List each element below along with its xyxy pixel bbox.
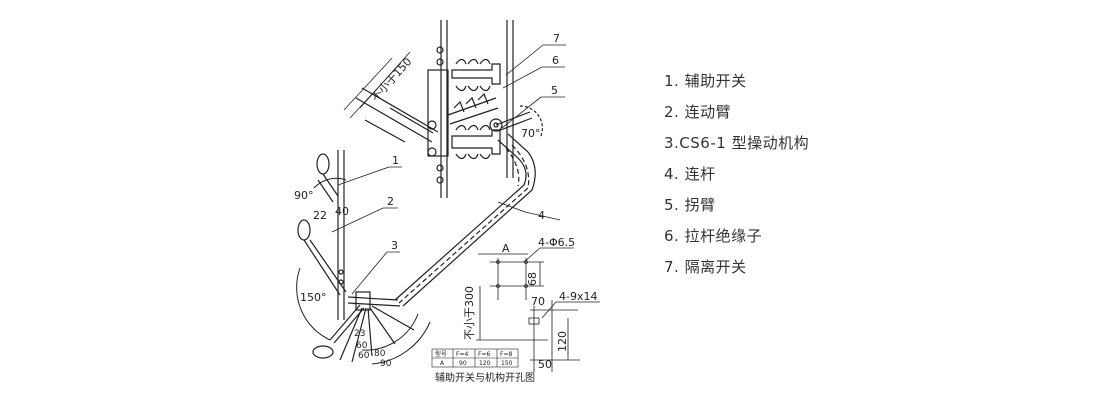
callout-6: 6 xyxy=(552,54,559,67)
isolator-switch xyxy=(427,20,514,198)
dim-min-300: 不小于300 xyxy=(463,286,476,340)
spec-table xyxy=(431,348,519,368)
dim-60b: 60 xyxy=(358,351,370,361)
dim-angle-90: 90° xyxy=(294,189,314,202)
dim-50: 50 xyxy=(538,358,552,371)
operating-mechanism xyxy=(312,291,415,363)
legend-item-3: 3.CS6-1 型操动机构 xyxy=(664,134,810,152)
dim-angle-150: 150° xyxy=(300,291,327,304)
crank-arm xyxy=(495,105,543,139)
table-cell-1: 90 xyxy=(459,360,467,367)
callout-5: 5 xyxy=(551,84,558,97)
dim-23: 23 xyxy=(354,329,365,339)
dim-min-150: 不小于150 xyxy=(369,55,415,104)
legend-item-5: 5. 拐臂 xyxy=(664,196,716,214)
hole-pattern xyxy=(476,247,574,341)
table-cell-0: A xyxy=(440,360,445,367)
mounting-pole xyxy=(337,150,345,320)
figure-caption: 辅助开关与机构开孔图 xyxy=(435,371,535,384)
dim-120: 120 xyxy=(556,331,569,352)
pull-rod-insulator xyxy=(447,92,499,125)
dim-slots: 4-9x14 xyxy=(559,290,597,303)
slot-pattern xyxy=(528,300,600,372)
dim-a: A xyxy=(502,242,510,255)
callout-4: 4 xyxy=(538,209,545,222)
callout-leaders xyxy=(331,44,566,295)
dim-holes: 4-Φ6.5 xyxy=(538,236,575,249)
dim-22: 22 xyxy=(313,209,327,222)
legend-item-7: 7. 隔离开关 xyxy=(664,258,747,276)
table-cell-3: 150 xyxy=(501,360,513,367)
callout-3: 3 xyxy=(391,239,398,252)
legend-item-1: 1. 辅助开关 xyxy=(664,72,747,90)
table-header-2: F=6 xyxy=(478,351,490,358)
table-cell-2: 120 xyxy=(479,360,491,367)
dim-60: 60 xyxy=(356,341,368,351)
legend-list: 1. 辅助开关 2. 连动臂 3.CS6-1 型操动机构 4. 连杆 5. 拐臂… xyxy=(664,66,809,283)
table-header-0: 型号 xyxy=(435,350,447,358)
lower-insulator xyxy=(451,124,501,160)
table-header-3: F=8 xyxy=(500,351,512,358)
callout-2: 2 xyxy=(387,195,394,208)
dim-40: 40 xyxy=(335,205,349,218)
upper-insulator xyxy=(451,58,501,92)
table-header-1: F=4 xyxy=(456,351,468,358)
dim-68: 68 xyxy=(526,272,539,286)
legend-item-4: 4. 连杆 xyxy=(664,165,716,183)
auxiliary-switch xyxy=(297,153,347,296)
dim-80: 80 xyxy=(374,349,386,359)
dim-angle-70: 70° xyxy=(521,127,541,140)
linkage-rod xyxy=(394,133,536,307)
dim-90: 90 xyxy=(380,359,392,369)
legend-item-2: 2. 连动臂 xyxy=(664,103,732,121)
callout-7: 7 xyxy=(553,32,560,45)
dim-70: 70 xyxy=(531,295,545,308)
legend-item-6: 6. 拉杆绝缘子 xyxy=(664,227,763,245)
callout-1: 1 xyxy=(392,154,399,167)
